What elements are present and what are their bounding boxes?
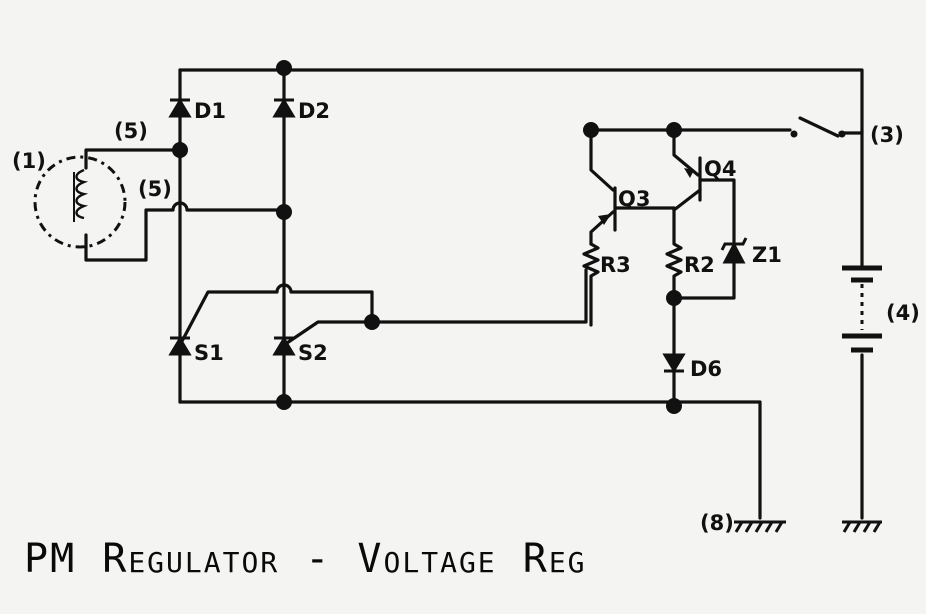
label-battery: (4) <box>886 301 920 325</box>
label-z1: Z1 <box>752 243 782 267</box>
label-d6: D6 <box>690 357 722 381</box>
junction-q3-rail <box>583 122 599 138</box>
gate-drive-s2 <box>282 268 588 347</box>
junction-gate <box>364 314 380 330</box>
diagram-caption: PM Regulator - Voltage Reg <box>24 536 587 582</box>
label-switch-terminal: (3) <box>870 123 904 147</box>
q3-collector <box>589 128 615 192</box>
junction-d2-lead <box>276 204 292 220</box>
q4-base-lead <box>672 188 702 212</box>
diode-d1 <box>168 98 192 118</box>
label-ground: (8) <box>700 511 734 535</box>
label-s2: S2 <box>298 341 328 365</box>
zener-z1 <box>720 237 748 264</box>
stator-lead-lower <box>84 201 286 262</box>
q4-emitter-arrow <box>684 168 694 178</box>
q4-emitter <box>672 128 700 177</box>
label-d2: D2 <box>298 99 330 123</box>
ignition-switch-blade <box>798 116 840 138</box>
label-stator: (1) <box>12 149 46 173</box>
label-lead-a: (5) <box>114 119 148 143</box>
label-r2: R2 <box>684 253 715 277</box>
junction-bottom-d6 <box>666 398 682 414</box>
stator-coil <box>33 155 127 249</box>
label-q4: Q4 <box>704 157 736 181</box>
switch-contact-right <box>838 130 846 138</box>
junction-d1-lead <box>172 142 188 158</box>
scr-s2 <box>272 336 296 356</box>
label-r3: R3 <box>600 253 631 277</box>
junction-q4-rail <box>666 122 682 138</box>
switch-contact-left <box>790 130 798 138</box>
wires <box>84 68 864 520</box>
q3-emitter-arrow <box>598 214 611 225</box>
label-q3: Q3 <box>618 187 650 211</box>
junction-dots <box>172 60 846 414</box>
label-d1: D1 <box>194 99 226 123</box>
diode-d6 <box>662 353 686 373</box>
bottom-rail <box>178 400 762 520</box>
ground-symbol-battery <box>842 520 882 533</box>
battery <box>842 265 882 353</box>
junction-z1 <box>666 290 682 306</box>
r2-resistor <box>665 206 683 404</box>
junction-bottom-s2 <box>276 394 292 410</box>
label-lead-b: (5) <box>138 177 172 201</box>
ground-symbol-terminal <box>734 520 786 533</box>
top-rail <box>178 68 864 132</box>
z1-return <box>672 260 736 300</box>
coil-winding <box>75 168 89 220</box>
diode-d2 <box>272 98 296 118</box>
stator-lead-upper <box>84 148 182 170</box>
q4-collector <box>698 178 736 244</box>
scr-s1 <box>168 336 192 356</box>
stator-outline <box>33 155 127 249</box>
label-s1: S1 <box>194 341 224 365</box>
gate-drive-s1 <box>178 283 374 347</box>
r3-resistor <box>582 242 600 327</box>
junction-top-d2 <box>276 60 292 76</box>
